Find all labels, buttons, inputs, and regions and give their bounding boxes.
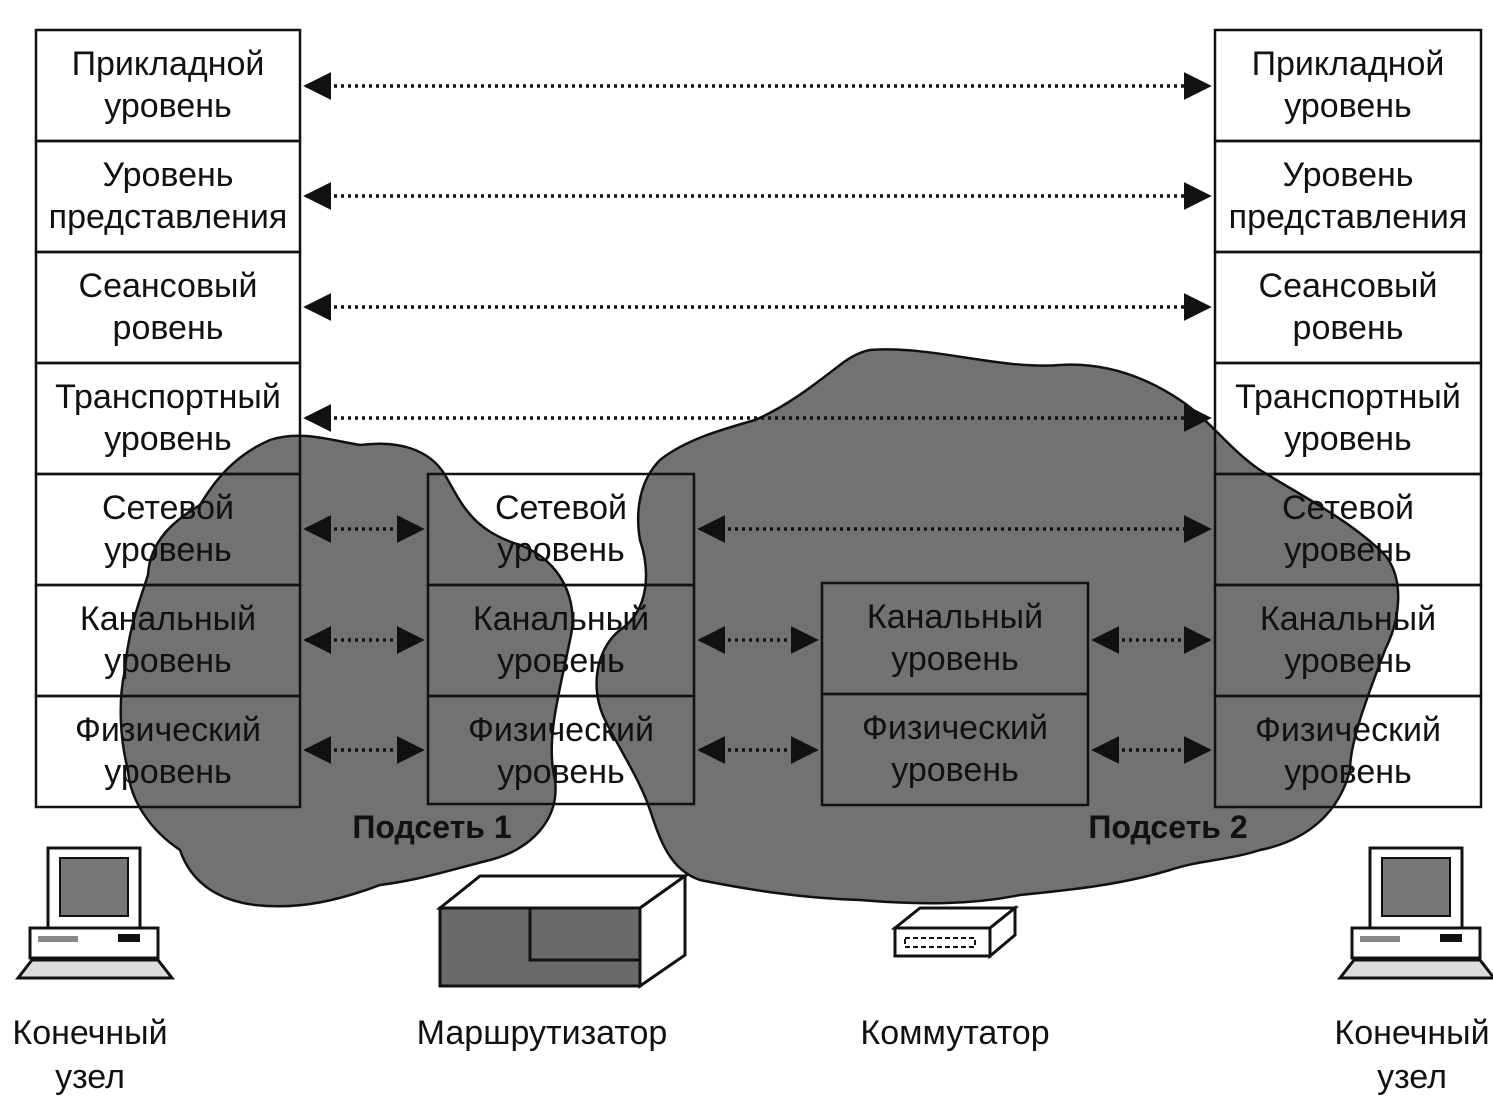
- left-layer-datalink-line1: Канальный: [80, 600, 256, 638]
- router-layer-network-line1: Сетевой: [495, 489, 627, 527]
- right-layer-network-line1: Сетевой: [1282, 489, 1414, 527]
- end-node-left-caption-line2: узел: [55, 1058, 125, 1096]
- left-layer-transport-line1: Транспортный: [55, 378, 281, 416]
- right-layer-presentation-line2: представления: [1229, 198, 1468, 236]
- right-layer-presentation-line1: Уровень: [1283, 156, 1414, 194]
- right-layer-application-line1: Прикладной: [1252, 45, 1445, 83]
- left-layer-presentation-line1: Уровень: [103, 156, 234, 194]
- right-layer-transport-line2: уровень: [1284, 420, 1412, 458]
- subnet-1-label: Подсеть 1: [352, 809, 511, 845]
- router-layer-datalink-line2: уровень: [497, 642, 625, 680]
- left-layer-datalink-line2: уровень: [104, 642, 232, 680]
- right-layer-datalink-line1: Канальный: [1260, 600, 1436, 638]
- switch-caption: Коммутатор: [860, 1014, 1049, 1052]
- switch-layer-physical-line2: уровень: [891, 751, 1019, 789]
- end-node-right-caption-line1: Конечный: [1334, 1014, 1489, 1052]
- left-layer-session-line1: Сеансовый: [79, 267, 258, 305]
- right-layer-transport-line1: Транспортный: [1235, 378, 1461, 416]
- computer-icon: [1340, 848, 1493, 978]
- right-layer-datalink-line2: уровень: [1284, 642, 1412, 680]
- left-layer-session-line2: ровень: [113, 309, 224, 347]
- left-layer-application-line2: уровень: [104, 87, 232, 125]
- right-layer-session-line1: Сеансовый: [1259, 267, 1438, 305]
- subnet-2-label: Подсеть 2: [1088, 809, 1247, 845]
- router-caption: Маршрутизатор: [417, 1014, 668, 1052]
- switch-layer-datalink-line1: Канальный: [867, 598, 1043, 636]
- right-layer-application-line2: уровень: [1284, 87, 1412, 125]
- left-layer-physical-line2: уровень: [104, 753, 232, 791]
- computer-icon: [18, 848, 172, 978]
- left-layer-network-line1: Сетевой: [102, 489, 234, 527]
- switch-icon: [895, 908, 1015, 956]
- switch-layer-datalink-line2: уровень: [891, 640, 1019, 678]
- router-layer-physical-line1: Физический: [468, 711, 654, 749]
- left-layer-application-line1: Прикладной: [72, 45, 265, 83]
- router-layer-network-line2: уровень: [497, 531, 625, 569]
- left-layer-presentation-line2: представления: [49, 198, 288, 236]
- switch-layer-physical-line1: Физический: [862, 709, 1048, 747]
- end-node-left-caption-line1: Конечный: [12, 1014, 167, 1052]
- right-layer-physical-line2: уровень: [1284, 753, 1412, 791]
- right-layer-session-line2: ровень: [1293, 309, 1404, 347]
- router-layer-datalink-line1: Канальный: [473, 600, 649, 638]
- end-node-right-caption-line2: узел: [1377, 1058, 1447, 1096]
- router-layer-physical-line2: уровень: [497, 753, 625, 791]
- router-icon: [440, 876, 685, 986]
- left-layer-physical-line1: Физический: [75, 711, 261, 749]
- right-layer-network-line2: уровень: [1284, 531, 1412, 569]
- left-layer-transport-line2: уровень: [104, 420, 232, 458]
- right-layer-physical-line1: Физический: [1255, 711, 1441, 749]
- left-layer-network-line2: уровень: [104, 531, 232, 569]
